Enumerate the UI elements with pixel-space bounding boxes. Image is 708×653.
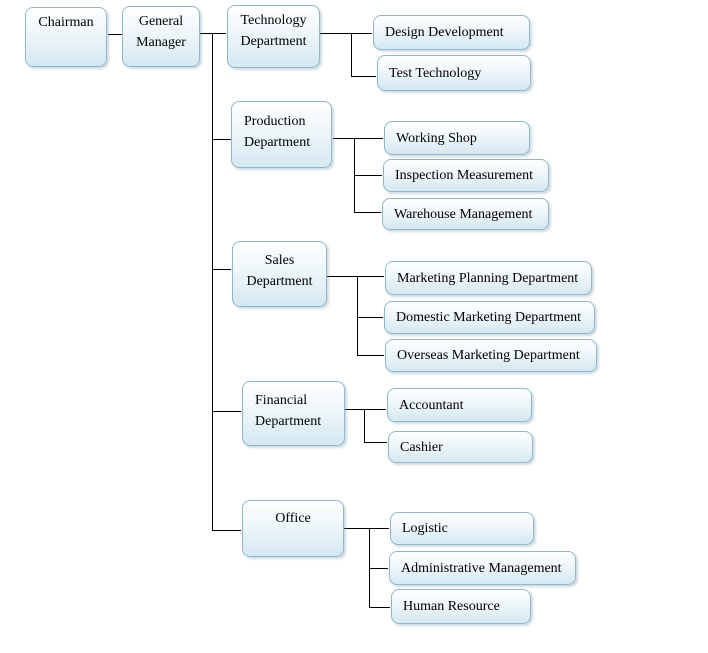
node-office: Office — [242, 500, 344, 557]
dept-fin-line1: Financial — [255, 393, 308, 408]
dept-tech-line1: Technology — [240, 13, 307, 28]
node-test-technology: Test Technology — [377, 55, 531, 91]
node-general-manager: General Manager — [122, 6, 200, 67]
dept-office-line1: Office — [275, 511, 311, 526]
node-production-department: Production Department — [231, 101, 332, 168]
leaf-label: Accountant — [399, 397, 464, 413]
leaf-label: Design Development — [385, 25, 504, 40]
node-overseas-marketing: Overseas Marketing Department — [385, 339, 597, 372]
leaf-label: Overseas Marketing Department — [397, 348, 580, 363]
node-gm-line1: General — [138, 14, 184, 29]
leaf-label: Cashier — [400, 439, 443, 455]
node-marketing-planning: Marketing Planning Department — [385, 261, 592, 295]
leaf-label: Administrative Management — [401, 560, 562, 576]
dept-sales-line2: Department — [246, 274, 313, 289]
leaf-label: Logistic — [402, 521, 448, 536]
node-chairman-label: Chairman — [38, 15, 94, 30]
leaf-label: Marketing Planning Department — [397, 270, 579, 286]
leaf-label: Human Resource — [403, 599, 500, 614]
dept-prod-line2: Department — [244, 135, 311, 150]
leaf-label: Test Technology — [389, 65, 482, 81]
node-human-resource: Human Resource — [391, 589, 531, 624]
node-gm-line2: Manager — [136, 35, 186, 50]
node-warehouse-management: Warehouse Management — [382, 198, 549, 230]
dept-sales-line1: Sales — [264, 253, 295, 268]
leaf-label: Warehouse Management — [394, 206, 533, 222]
node-cashier: Cashier — [388, 431, 533, 463]
node-inspection-measurement: Inspection Measurement — [383, 159, 549, 192]
dept-fin-line2: Department — [255, 414, 322, 429]
node-administrative-management: Administrative Management — [389, 551, 576, 585]
dept-prod-line1: Production — [244, 114, 306, 129]
node-technology-department: Technology Department — [227, 5, 320, 68]
node-accountant: Accountant — [387, 388, 532, 422]
leaf-label: Domestic Marketing Department — [396, 310, 582, 325]
leaf-label: Working Shop — [396, 130, 477, 146]
node-design-development: Design Development — [373, 15, 530, 50]
node-working-shop: Working Shop — [384, 121, 530, 155]
leaf-label: Inspection Measurement — [395, 168, 534, 183]
node-sales-department: Sales Department — [232, 241, 327, 307]
node-domestic-marketing: Domestic Marketing Department — [384, 301, 595, 334]
dept-tech-line2: Department — [240, 34, 307, 49]
node-chairman: Chairman — [25, 7, 107, 67]
node-logistic: Logistic — [390, 512, 534, 545]
node-financial-department: Financial Department — [242, 381, 345, 446]
